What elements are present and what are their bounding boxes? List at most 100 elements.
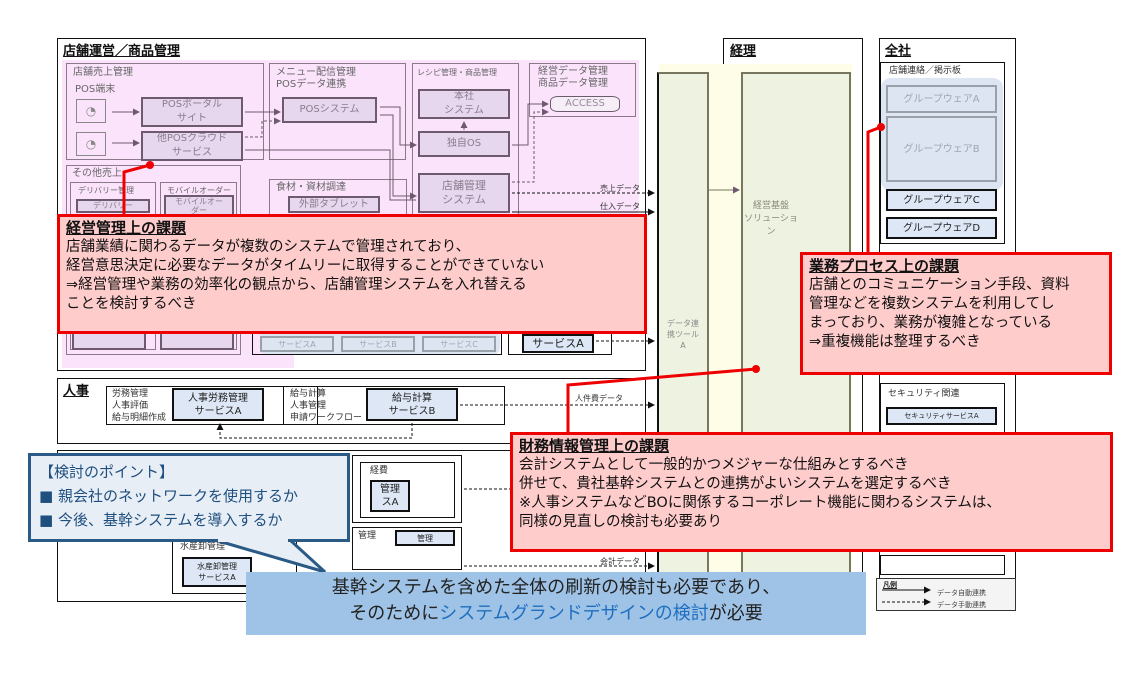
consideration-points-callout: 【検討のポイント】 ■ 親会社のネットワークを使用するか ■ 今後、基幹システム… <box>28 453 350 542</box>
pos-system-box[interactable]: POSシステム <box>282 97 377 123</box>
legend <box>876 578 1016 611</box>
group-company-bottom <box>880 555 1005 575</box>
callout-title: 【検討のポイント】 <box>39 463 175 481</box>
hr-title: 人事 <box>63 384 90 399</box>
pos-terminal-icon: ◔ <box>76 132 106 156</box>
expense-label: 経費 <box>370 466 389 476</box>
hq-system-box[interactable]: 本社 システム <box>418 89 510 119</box>
security-label: セキュリティ関連 <box>888 389 960 399</box>
issue-management-line: 店舗業績に関わるデータが複数のシステムで管理されており、 <box>66 239 471 255</box>
purchase-data-label: 仕入データ <box>600 202 640 211</box>
store-sales-label: 店舗売上管理 <box>73 67 133 78</box>
hr-right-labels: 給与計算 人事管理 申請ワークフロー <box>290 389 363 423</box>
groupware-d-box[interactable]: グループウェアD <box>886 217 997 239</box>
mgmt-data-label: 経営データ管理 商品データ管理 <box>538 66 608 89</box>
expense-service-box[interactable]: 管理 スA <box>370 480 410 512</box>
issue-management-line: 経営意思決定に必要なデータがタイムリーに取得することができていない <box>66 258 545 274</box>
arrow-ownos-access <box>512 100 549 146</box>
recipe-label: レシピ管理・商品管理 <box>417 68 497 77</box>
company-title: 全社 <box>885 44 912 59</box>
issue-process-line: まっており、業務が複雑となっている <box>809 315 1053 331</box>
groupware-b-box[interactable]: グループウェアB <box>886 116 997 182</box>
issue-process-line: 店舗とのコミュニケーション手段、資料 <box>809 277 1070 293</box>
issue-finance: 財務情報管理上の課題 会計システムとして一般的かつメジャーな仕組みとするべき 併… <box>510 432 1113 552</box>
service-c-box[interactable]: サービスC <box>422 336 496 352</box>
access-database[interactable]: ACCESS <box>550 96 620 112</box>
issue-process-line: ⇒重複機能は整理するべき <box>809 334 981 350</box>
banner-line-1: 基幹システムを含めた全体の刷新の検討も必要であり、 <box>331 577 781 598</box>
sales-data-label: 売上データ <box>600 184 640 193</box>
issue-finance-line: 会計システムとして一般的かつメジャーな仕組みとするべき <box>519 457 909 473</box>
issue-management-line: ⇒経営管理や業務の効率化の観点から、店舗管理システムを入れ替える <box>66 277 527 293</box>
store-mgmt-system-box[interactable]: 店舗管理 システム <box>418 173 510 213</box>
issue-pointer-finance <box>566 367 757 434</box>
store-ops-title: 店舗運営／商品管理 <box>63 44 181 59</box>
issue-finance-line: 同様の見直しの検討も必要あり <box>519 514 722 530</box>
issue-finance-line: ※人事システムなどBOに関係するコーポレート機能に関わるシステムは、 <box>519 495 1001 511</box>
callout-item: ■ 今後、基幹システムを導入するか <box>39 511 283 529</box>
menu-label: メニュー配信管理 POSデータ連携 <box>276 67 356 90</box>
external-tablet-box[interactable]: 外部タブレット <box>288 196 380 213</box>
banner-line-2-pre: そのために <box>349 603 440 624</box>
mobile-label: モバイルオーダー <box>167 186 231 195</box>
issue-management-line: ことを検討するべき <box>66 296 197 312</box>
pos-terminal-icon: ◔ <box>76 99 106 123</box>
group-mgmt-data <box>529 63 636 117</box>
pos-terminal-label: POS端末 <box>75 84 116 95</box>
arrow-store-access <box>512 108 549 183</box>
other-pos-cloud-box[interactable]: 他POSクラウド サービス <box>141 131 243 161</box>
pos-portal-box[interactable]: POSポータル サイト <box>141 97 243 127</box>
other-sales-label: その他売上 <box>72 168 122 179</box>
issue-finance-title: 財務情報管理上の課題 <box>519 437 670 455</box>
data-tool-label: データ連 携ツール A <box>667 319 699 350</box>
arrow-payroll-hr <box>216 423 413 439</box>
issue-management: 経営管理上の課題 店舗業績に関わるデータが複数のシステムで管理されており、 経営… <box>57 214 647 334</box>
banner-line-2: そのためにシステムグランドデザインの検討が必要 <box>246 601 866 627</box>
issue-business-process: 業務プロセス上の課題 店舗とのコミュニケーション手段、資料 管理などを複数システ… <box>800 252 1112 375</box>
group-expense-inner <box>360 462 455 518</box>
callout-item: ■ 親会社のネットワークを使用するか <box>39 487 298 505</box>
second-service-box[interactable]: 管理 <box>395 530 455 546</box>
accounting-title: 経理 <box>730 44 757 59</box>
group-second <box>352 527 462 570</box>
conclusion-banner: 基幹システムを含めた全体の刷新の検討も必要であり、 そのためにシステムグランドデ… <box>246 572 866 635</box>
hr-labor-service-box[interactable]: 人事労務管理 サービスA <box>172 388 264 421</box>
banner-line-2-post: が必要 <box>708 603 763 624</box>
arrow-cloud-pos <box>245 117 281 138</box>
arrow-pos-store <box>380 114 417 200</box>
group-hr-right <box>283 386 505 425</box>
issue-pointer-process <box>866 125 882 252</box>
issue-management-title: 経営管理上の課題 <box>66 219 187 237</box>
second-label: 管理 <box>358 531 377 541</box>
delivery-label: デリバリー管理 <box>78 186 134 195</box>
service-a-box[interactable]: サービスA <box>260 336 334 352</box>
group-expense <box>352 455 462 523</box>
fish-label: 水産卸管理 <box>180 542 226 552</box>
mgmt-solution-label: 経営基盤 ソリューション <box>744 201 798 237</box>
arrow-pos-ownos <box>380 106 417 149</box>
callout-tail-cover <box>218 536 288 542</box>
security-service-box[interactable]: セキュリティサービスA <box>886 407 997 425</box>
banner-highlight: システムグランドデザインの検討 <box>439 603 709 624</box>
legend-title: 凡例 <box>883 581 897 589</box>
own-os-box[interactable]: 独自OS <box>418 131 510 157</box>
board-label: 店舗連絡／掲示板 <box>889 66 962 76</box>
service-b-box[interactable]: サービスB <box>341 336 415 352</box>
payroll-service-box[interactable]: 給与計算 サービスB <box>366 388 458 421</box>
procurement-label: 食材・資材調達 <box>276 182 346 193</box>
arrow-cloud-store <box>245 149 416 201</box>
delivery-box[interactable]: デリバリー <box>76 199 150 213</box>
issue-finance-line: 併せて、貴社基幹システムとの連携がよいシステムを選定するべき <box>519 476 952 492</box>
group-board <box>880 62 1005 244</box>
hr-left-labels: 労務管理 人事評価 給与明細作成 <box>112 389 167 423</box>
issue-process-title: 業務プロセス上の課題 <box>809 257 960 275</box>
group-hr-left <box>106 386 318 425</box>
groupware-c-box[interactable]: グループウェアC <box>886 189 997 211</box>
labor-cost-data-label: 人件費データ <box>575 394 623 403</box>
groupware-a-box[interactable]: グループウェアA <box>886 85 997 113</box>
accounting-data-label: 会計データ <box>600 557 640 566</box>
legend-auto-label: データ自動連携 <box>937 589 986 597</box>
legend-manual-label: データ手動連携 <box>937 601 986 609</box>
service-a-store-box[interactable]: サービスA <box>522 334 594 353</box>
